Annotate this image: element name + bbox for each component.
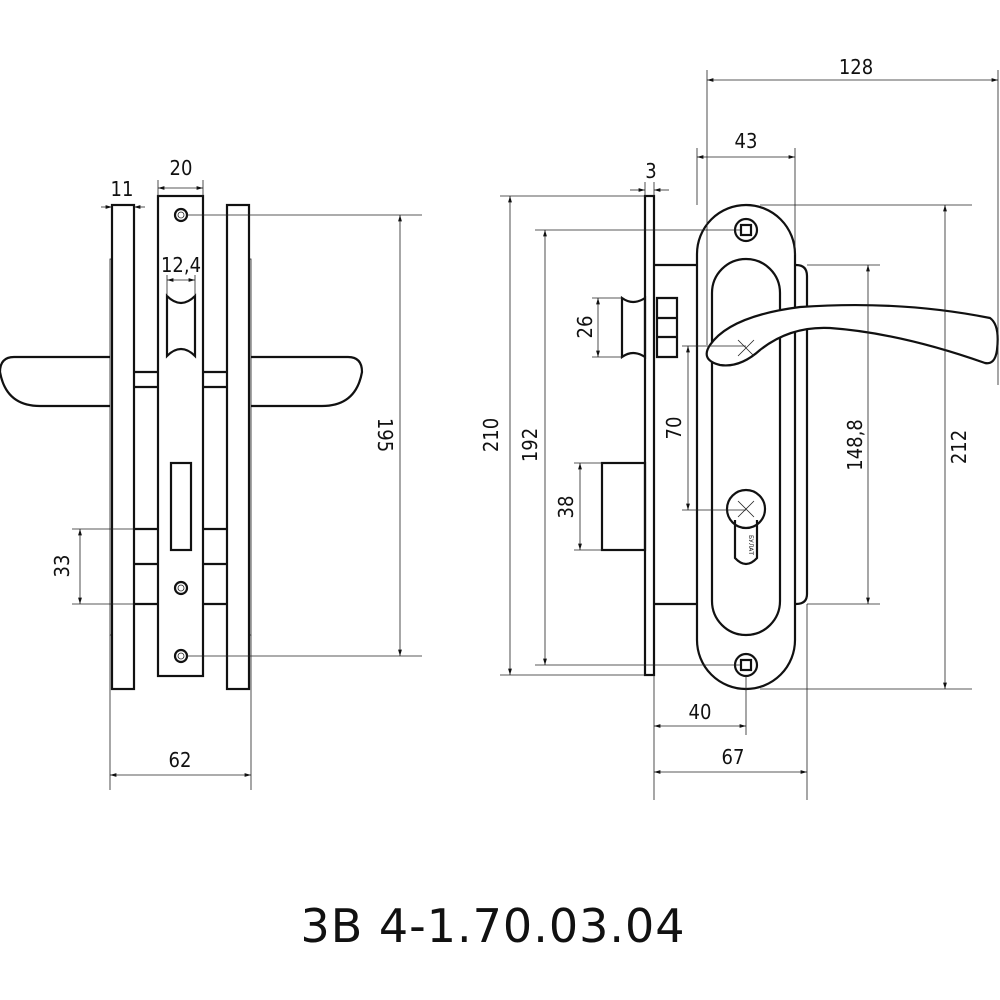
deadbolt — [600, 461, 647, 552]
dim-handle-reach: 128 — [839, 55, 873, 79]
dim-deadbolt-height: 38 — [554, 496, 578, 519]
dim-screw-spacing: 195 — [373, 418, 397, 452]
dim-backset: 40 — [689, 700, 712, 724]
dim-plate-thickness: 11 — [111, 177, 134, 201]
left-escutcheon — [110, 203, 136, 691]
lever-handle — [705, 303, 999, 367]
spindle-bars — [134, 370, 227, 606]
latch-slot — [165, 293, 197, 359]
right-escutcheon — [225, 203, 251, 691]
dim-latch-width: 12,4 — [161, 253, 201, 277]
dim-escutcheon-height: 212 — [947, 430, 971, 464]
dim-faceplate-height: 210 — [479, 418, 503, 452]
dim-centre-distance: 70 — [662, 417, 686, 440]
escutcheon-inner — [710, 257, 782, 637]
dim-total-width: 62 — [169, 748, 192, 772]
cylinder-icon: БУЛАТ — [725, 488, 767, 566]
latch-block — [655, 296, 679, 359]
front-view: БУЛАТ 3 128 — [479, 55, 999, 800]
latch — [620, 295, 647, 360]
lock-body — [654, 263, 809, 606]
model-title: 3B 4-1.70.03.04 — [300, 899, 685, 953]
spindle-center-mark — [737, 339, 755, 357]
brand-mark: БУЛАТ — [747, 535, 754, 555]
mortise-faceplate — [156, 194, 205, 678]
lock-faceplate — [643, 194, 656, 677]
side-view: 11 20 12,4 195 33 62 — [0, 156, 422, 790]
dim-body-depth: 67 — [722, 745, 745, 769]
dim-screw-spacing-front: 192 — [518, 428, 542, 462]
dim-faceplate-thickness: 3 — [645, 159, 656, 183]
dim-gap: 33 — [50, 555, 74, 578]
left-handle — [0, 355, 110, 408]
dim-escutcheon-width: 43 — [735, 129, 758, 153]
dim-latch-height: 26 — [573, 316, 597, 339]
bolt-slot — [169, 461, 193, 552]
right-handle — [251, 355, 364, 408]
dim-faceplate-width: 20 — [170, 156, 193, 180]
dim-body-height: 148,8 — [843, 419, 867, 471]
